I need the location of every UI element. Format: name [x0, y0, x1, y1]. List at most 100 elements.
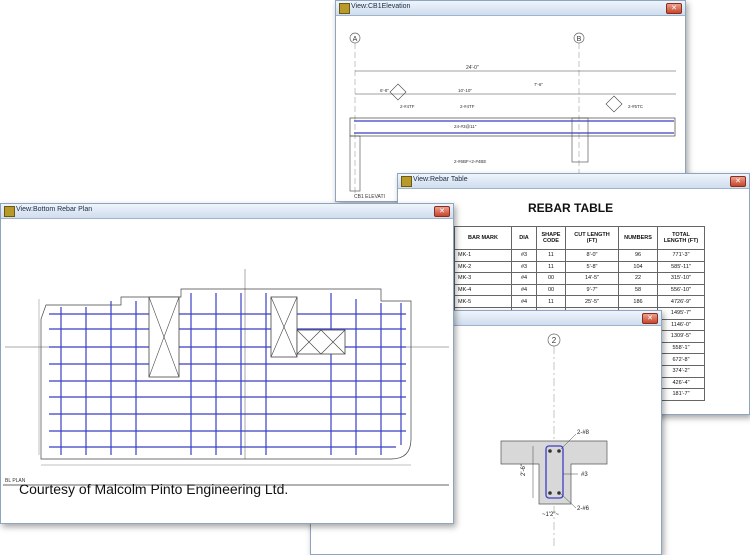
opening-crosses [148, 296, 346, 378]
rebar-table-titlebar[interactable]: View:Rebar Table ✕ [398, 174, 749, 189]
cell: 00 [536, 283, 566, 297]
cell: MK-2 [454, 260, 512, 274]
column-left [349, 135, 361, 192]
depth-label: 2'-6" [521, 464, 527, 476]
column-header: SHAPE CODE [536, 226, 566, 250]
top-bar-dot [548, 449, 552, 453]
cell: 558'-1" [657, 341, 705, 355]
close-button[interactable]: ✕ [434, 206, 450, 217]
top-left-bar: 2-#4TF [400, 104, 415, 109]
grid-label-a: A [353, 36, 358, 43]
dim-total: 24'-0" [466, 65, 479, 71]
cell: 11 [536, 295, 566, 308]
column-header: NUMBERS [618, 226, 658, 250]
cell: MK-4 [454, 283, 512, 297]
cell: 4726'-9" [657, 295, 705, 308]
cell: 96 [618, 249, 658, 262]
beam-outline [349, 117, 676, 137]
cell: MK-1 [454, 249, 512, 262]
plan-label: BL PLAN [5, 478, 26, 484]
column-header: CUT LENGTH (FT) [565, 226, 619, 250]
cell: 11 [536, 260, 566, 274]
cell: 672'-8" [657, 353, 705, 366]
cell: 181'-7" [657, 388, 705, 401]
grid-label: 2 [552, 336, 557, 345]
cell: MK-5 [454, 295, 512, 308]
top-right-bar: 2-#5TC [628, 104, 644, 109]
close-button[interactable]: ✕ [730, 176, 746, 187]
app-icon [339, 3, 350, 14]
cell: 556'-10" [657, 283, 705, 297]
column-header: DIA [511, 226, 537, 250]
cell: 25'-5" [565, 295, 619, 308]
cell: #4 [511, 283, 537, 297]
width-label: ~1'2"~ [542, 512, 559, 518]
cell: 11 [536, 249, 566, 262]
cell: 8'-0" [565, 249, 619, 262]
cell: 14'-5" [565, 272, 619, 285]
section-drawing[interactable]: 2 2-#8 #3 2-#6 2'-6" ~1'2"~ [311, 326, 661, 554]
bottom-bar-dot [548, 491, 552, 495]
dim-right: 7'-6" [534, 82, 543, 87]
top-mid-bar: 2-#4TF [460, 104, 475, 109]
cell: 1495'-7" [657, 306, 705, 320]
cell: 9'-7" [565, 283, 619, 297]
window-title: View:Bottom Rebar Plan [16, 206, 93, 213]
table-heading: REBAR TABLE [528, 201, 614, 215]
cell: 186 [618, 295, 658, 308]
rebar-grid [49, 293, 406, 455]
dim-mid: 10'-10" [458, 88, 472, 93]
cell: 5'-8" [565, 260, 619, 274]
cell: 374'-2" [657, 364, 705, 378]
window-title: View:CB1Elevation [351, 3, 411, 10]
bottom-bars-label: 2-#6 [577, 506, 590, 512]
cell: 585'-11" [657, 260, 705, 274]
app-icon [4, 206, 15, 217]
cell: 1309'-5" [657, 330, 705, 343]
cell: 22 [618, 272, 658, 285]
elevation-caption: CB1 ELEVATI [354, 194, 385, 200]
cell: 00 [536, 272, 566, 285]
dim-left: 6'-8" [380, 88, 389, 93]
cell: #3 [511, 249, 537, 262]
section-marker-left [389, 83, 407, 101]
bottom-plan-titlebar[interactable]: View:Bottom Rebar Plan ✕ [1, 204, 453, 219]
cell: #4 [511, 272, 537, 285]
elevation-window[interactable]: View:CB1Elevation ✕ A B 24'-0" 6'-8" 10'… [335, 0, 686, 202]
grid-label-b: B [577, 36, 582, 43]
slab-outline [40, 288, 412, 460]
close-button[interactable]: ✕ [642, 313, 658, 324]
stirrups-label: 24-#3@11" [454, 124, 477, 129]
elevation-titlebar[interactable]: View:CB1Elevation ✕ [336, 1, 685, 16]
bottom-bar-label: 2-#6BF+2-#4BE [454, 159, 486, 164]
plan-drawing[interactable]: BL PLAN Courtesy of Malcolm Pinto Engine… [1, 219, 453, 523]
core-openings [148, 296, 346, 378]
table-header-row: BAR MARK DIA SHAPE CODE CUT LENGTH (FT) … [454, 226, 705, 250]
courtesy-caption: Courtesy of Malcolm Pinto Engineering Lt… [19, 481, 289, 497]
top-bar-dot [557, 449, 561, 453]
close-button[interactable]: ✕ [666, 3, 682, 14]
column-mid [571, 117, 589, 163]
cell: 315'-10" [657, 272, 705, 285]
cell: 104 [618, 260, 658, 274]
column-header: TOTAL LENGTH (FT) [657, 226, 705, 250]
leader-bottom [560, 493, 577, 509]
column-header: BAR MARK [454, 226, 512, 250]
cell: 426'-4" [657, 376, 705, 390]
leader-top [560, 433, 577, 450]
cell: #4 [511, 295, 537, 308]
cell: 771'-3" [657, 249, 705, 262]
app-icon [401, 176, 412, 187]
stirrup-shape [545, 445, 564, 499]
bottom-plan-window[interactable]: View:Bottom Rebar Plan ✕ [0, 203, 454, 524]
cell: 1146'-0" [657, 318, 705, 332]
elevation-drawing[interactable]: A B 24'-0" 6'-8" 10'-10" 7'-6" 2-#4TF 2-… [336, 16, 685, 201]
section-marker-right [605, 95, 623, 113]
dimension-ticks [38, 299, 411, 466]
bottom-bar-dot [557, 491, 561, 495]
